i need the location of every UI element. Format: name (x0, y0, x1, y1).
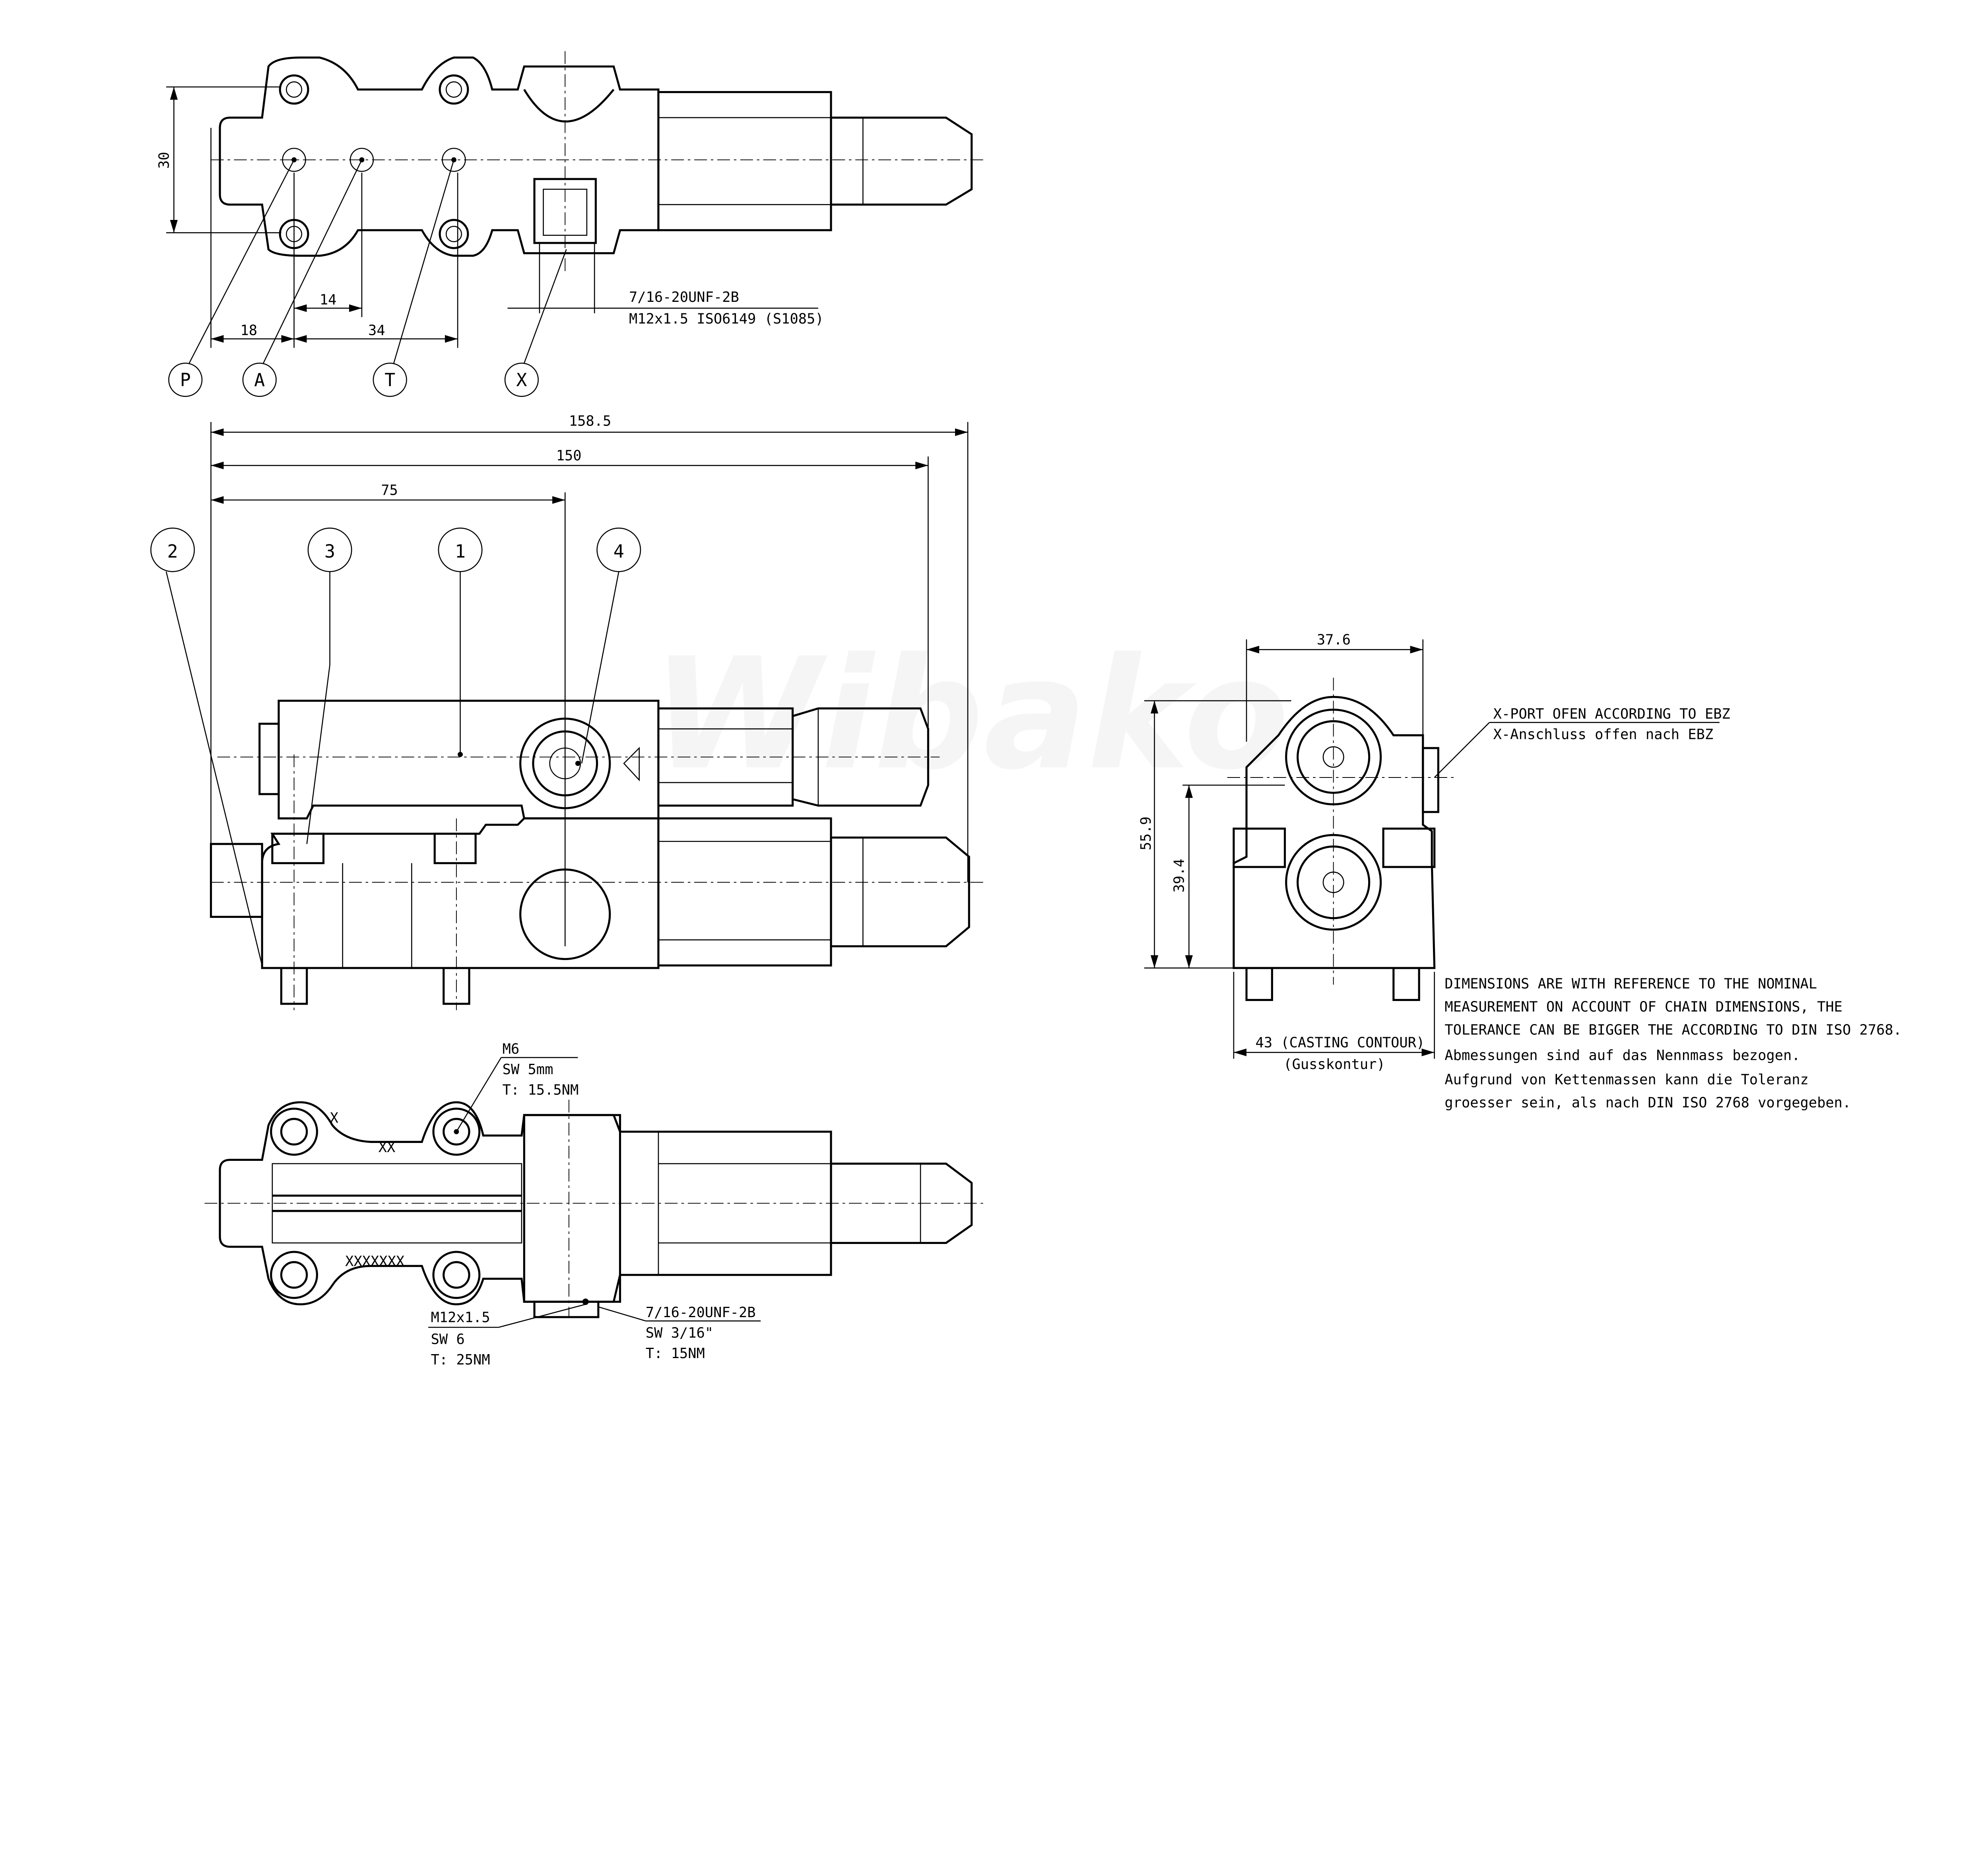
dim-150: 150 (556, 448, 582, 464)
m6-note-line1: M6 (503, 1041, 520, 1057)
dim-43-casting: 43 (CASTING CONTOUR) (1256, 1034, 1425, 1051)
mark-x: X (330, 1110, 338, 1126)
m6-note-line2: SW 5mm (503, 1061, 553, 1078)
m6-note-line3: T: 15.5NM (503, 1082, 579, 1098)
hydraulic-valve-drawing: Wibako 30 18 14 34 (150, 51, 1902, 1368)
unf-note-line1: 7/16-20UNF-2B (646, 1304, 756, 1321)
mounting-holes (279, 74, 469, 249)
unf-note-line2: SW 3/16" (646, 1325, 713, 1341)
svg-text:X: X (516, 369, 527, 391)
tolerance-line: TOLERANCE CAN BE BIGGER THE ACCORDING TO… (1444, 1022, 1902, 1038)
m12-note-line1: M12x1.5 (431, 1310, 490, 1326)
dim-75: 75 (381, 482, 398, 498)
m12-note-line3: T: 25NM (431, 1352, 490, 1368)
m12-note-line2: SW 6 (431, 1331, 465, 1347)
dim-34: 34 (368, 322, 385, 338)
svg-text:2: 2 (167, 541, 178, 562)
balloon-2: 2 (150, 527, 195, 572)
tolerance-line: Aufgrund von Kettenmassen kann die Toler… (1444, 1072, 1808, 1088)
xport-note-line1: X-PORT OFEN ACCORDING TO EBZ (1493, 706, 1730, 722)
svg-text:P: P (180, 369, 191, 391)
tolerance-line: groesser sein, als nach DIN ISO 2768 vor… (1444, 1095, 1851, 1111)
balloon-4: 4 (596, 527, 641, 572)
dim-55-9: 55.9 (1138, 816, 1154, 850)
bottom-view: X XX XXXXXXX M6 SW 5mm T: 15.5NM M12x1.5… (204, 1041, 984, 1368)
unf-note-line3: T: 15NM (646, 1345, 705, 1362)
dim-30: 30 (156, 152, 172, 169)
xport-note-line2: X-Anschluss offen nach EBZ (1493, 727, 1714, 743)
balloon-3: 3 (307, 527, 352, 572)
port-label-x: X (504, 362, 539, 397)
svg-text:3: 3 (324, 541, 335, 562)
tolerance-line: Abmessungen sind auf das Nennmass bezoge… (1444, 1048, 1800, 1064)
svg-text:T: T (384, 369, 395, 391)
dim-18: 18 (240, 322, 257, 338)
port-label-t: T (373, 362, 407, 397)
tolerance-note: DIMENSIONS ARE WITH REFERENCE TO THE NOM… (1444, 976, 1902, 1111)
thread-note-line2: M12x1.5 ISO6149 (S1085) (629, 311, 824, 327)
dim-158-5: 158.5 (569, 413, 611, 430)
end-view: 37.6 55.9 39.4 43 (CASTING CONTOUR) (Gus… (1138, 632, 1730, 1073)
svg-text:1: 1 (455, 541, 466, 562)
tolerance-line: DIMENSIONS ARE WITH REFERENCE TO THE NOM… (1444, 976, 1817, 992)
mark-xxx: XXXXXXX (345, 1253, 404, 1269)
top-view: 30 18 14 34 7/16-20UNF-2B M12x1.5 ISO614… (156, 51, 984, 397)
mark-xx: XX (379, 1139, 396, 1156)
side-view: 158.5 150 75 2 3 1 4 (150, 413, 984, 1011)
svg-text:A: A (254, 369, 265, 391)
dim-14: 14 (320, 292, 337, 308)
port-label-a: A (242, 362, 277, 397)
balloon-1: 1 (438, 527, 483, 572)
svg-text:4: 4 (613, 541, 624, 562)
port-label-p: P (168, 362, 203, 397)
tolerance-line: MEASUREMENT ON ACCOUNT OF CHAIN DIMENSIO… (1444, 999, 1842, 1015)
dim-43-casting-de: (Gusskontur) (1283, 1056, 1385, 1073)
dim-37-6: 37.6 (1317, 632, 1351, 648)
dim-39-4: 39.4 (1171, 859, 1187, 892)
thread-note-line1: 7/16-20UNF-2B (629, 289, 739, 305)
watermark: Wibako (652, 625, 1289, 803)
